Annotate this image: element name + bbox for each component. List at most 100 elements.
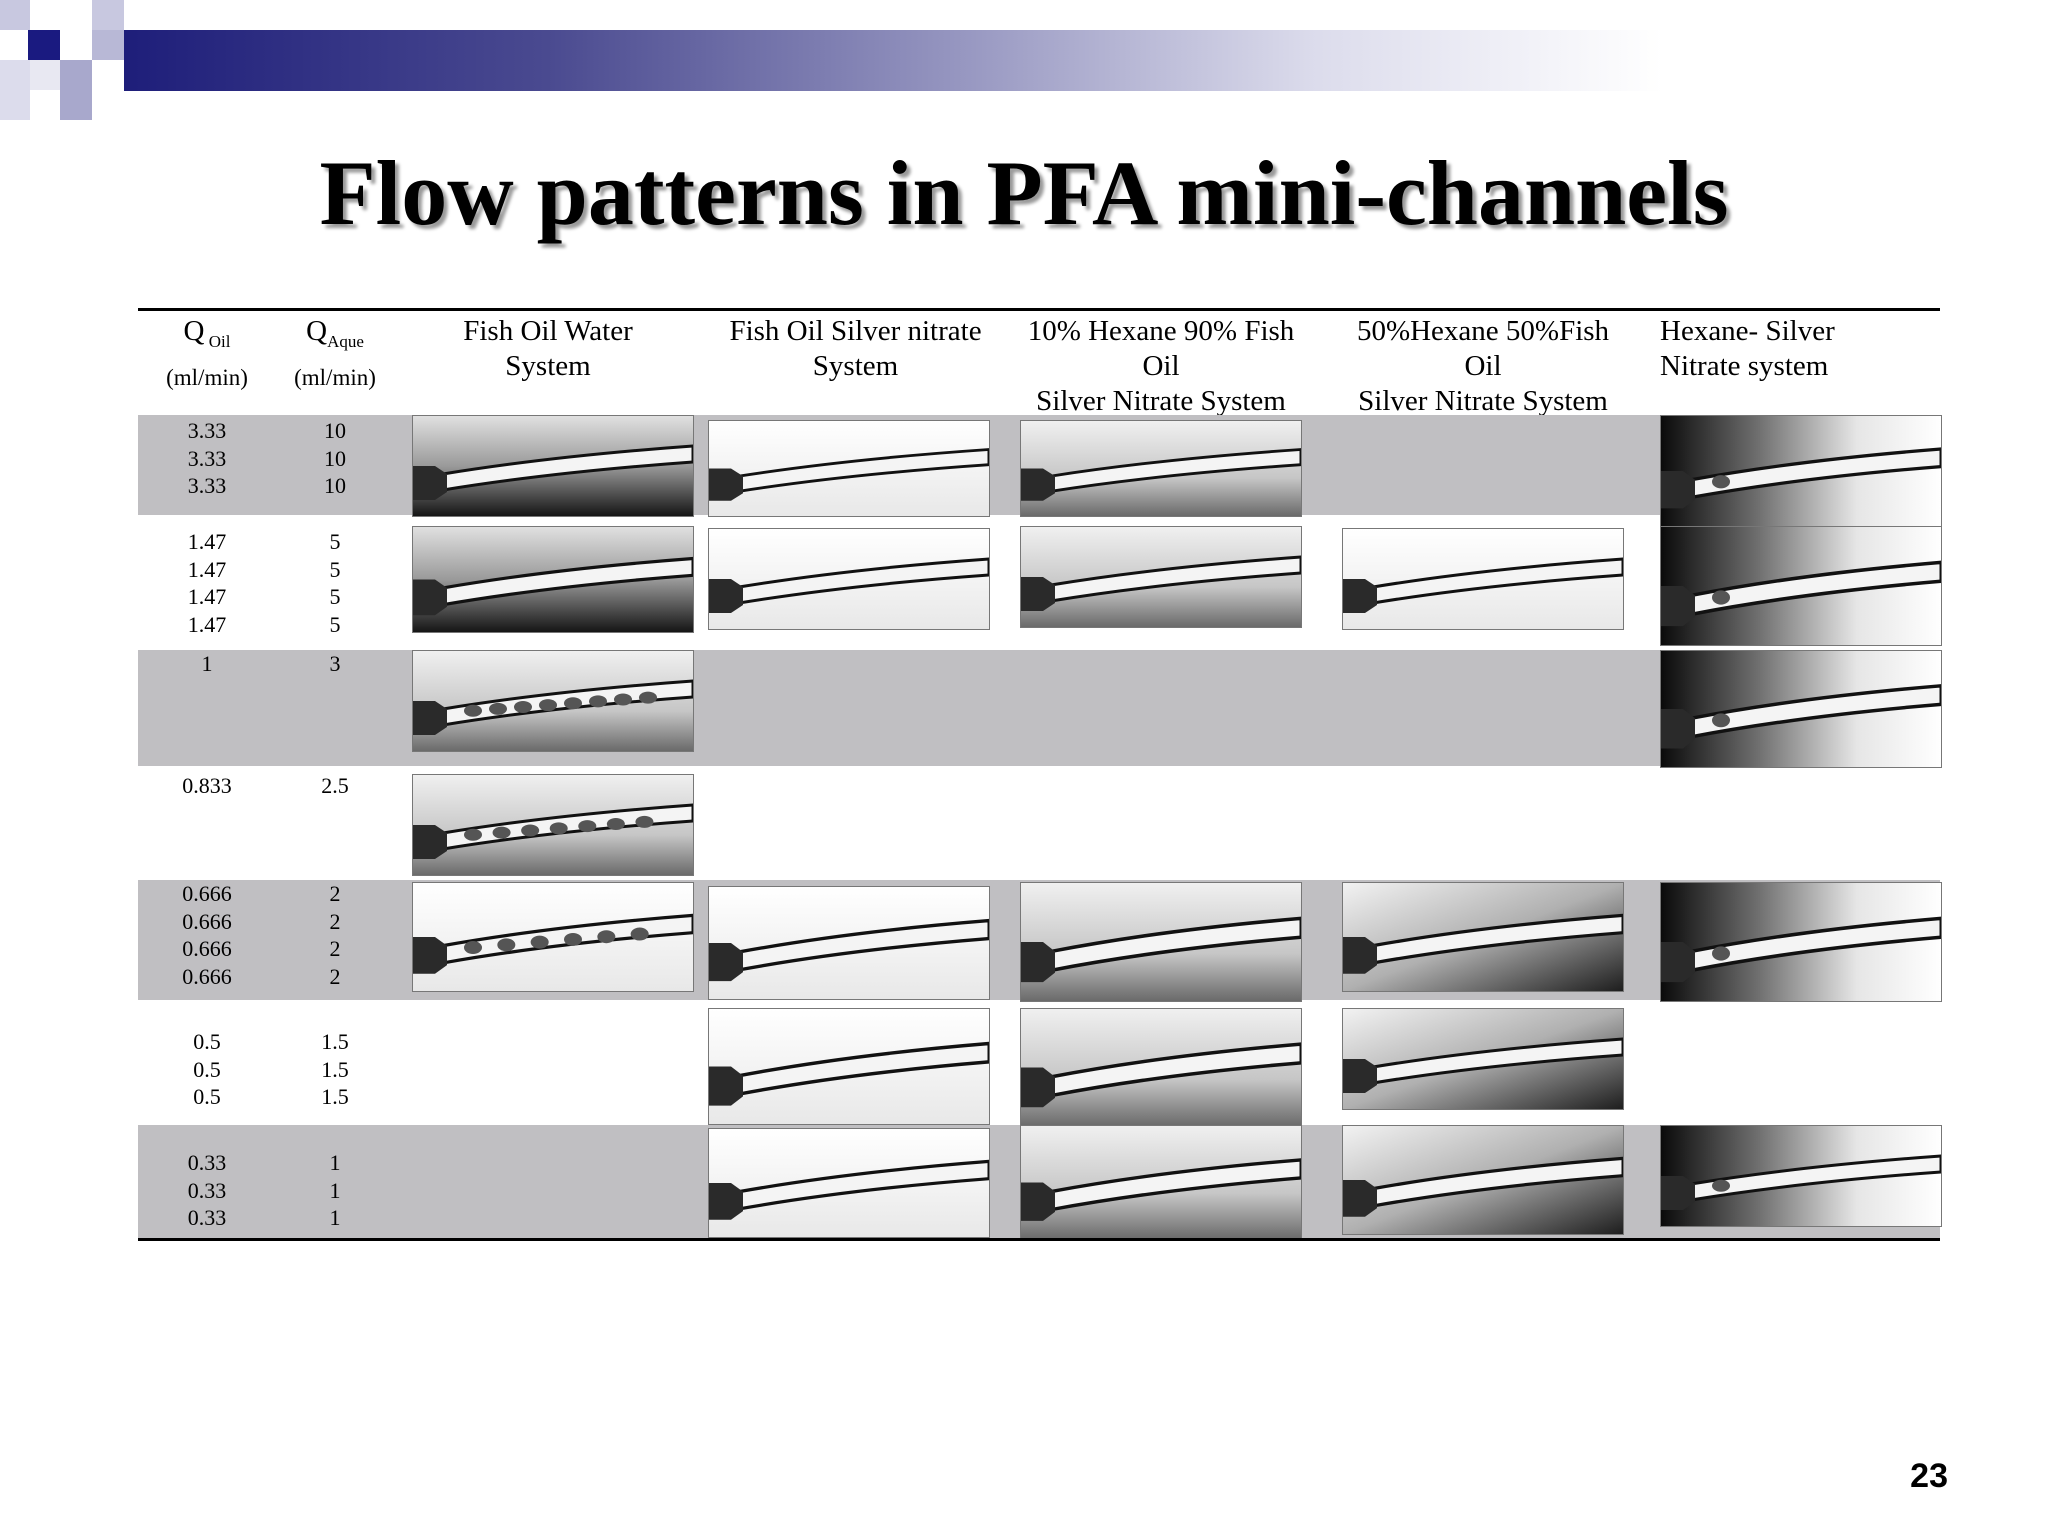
header-gradient-bar <box>124 30 2048 91</box>
deco-square-mid <box>60 60 92 120</box>
flow-pattern-image <box>1342 1125 1624 1235</box>
deco-square-light <box>30 60 60 90</box>
flow-pattern-image <box>412 415 694 517</box>
q-oil-value: 0.5 <box>193 1084 221 1109</box>
header-line: Silver Nitrate System <box>1036 385 1286 417</box>
q-aque-value: 1.5 <box>321 1029 349 1054</box>
column-header-q-oil: Q Oil (ml/min) <box>138 314 276 395</box>
flow-pattern-image <box>1342 528 1624 630</box>
flow-pattern-image <box>1020 1125 1302 1240</box>
deco-square-light <box>0 60 30 120</box>
q-aque-values: 10 10 10 <box>266 417 404 500</box>
q-oil-value: 0.33 <box>187 1177 227 1203</box>
q-aque-value: 5 <box>329 584 341 609</box>
q-aque-value: 5 <box>329 529 341 554</box>
q-aque-value: 1 <box>329 1150 341 1175</box>
q-aque-values: 2 2 2 2 <box>266 880 404 990</box>
column-header-q-aque: QAque (ml/min) <box>266 314 404 395</box>
q-aque-value: 1.5 <box>321 1056 349 1082</box>
q-oil-value: 0.33 <box>187 1150 227 1175</box>
flow-pattern-image <box>708 1128 990 1238</box>
column-header-hexane-silver-nitrate: Hexane- Silver Nitrate system <box>1660 314 1930 384</box>
q-oil-value: 1.47 <box>187 529 227 554</box>
q-oil-values: 0.666 0.666 0.666 0.666 <box>138 880 276 990</box>
header-line: Oil <box>1142 350 1180 382</box>
q-aque-value: 2 <box>329 963 341 989</box>
q-oil-value: 1.47 <box>187 584 227 609</box>
page-number: 23 <box>1910 1457 1948 1495</box>
header-line: Oil <box>1464 350 1502 382</box>
q-oil-unit: (ml/min) <box>166 364 248 390</box>
header-line: System <box>812 350 899 382</box>
flow-pattern-image <box>708 1008 990 1125</box>
deco-square-light <box>92 0 124 30</box>
flow-pattern-image <box>412 650 694 752</box>
flow-pattern-image <box>708 420 990 517</box>
flow-pattern-image <box>1020 420 1302 517</box>
q-oil-value: 0.666 <box>182 963 232 989</box>
q-aque-values: 1.5 1.5 1.5 <box>266 1028 404 1111</box>
q-aque-value: 10 <box>324 473 346 498</box>
flow-pattern-image <box>1660 526 1942 646</box>
flow-pattern-image <box>1660 1125 1942 1227</box>
table-row: 0.833 2.5 <box>138 772 1940 872</box>
header-line: 50%Hexane 50%Fish <box>1356 315 1610 347</box>
q-oil-symbol: Q <box>183 315 205 347</box>
flow-pattern-image <box>1342 882 1624 992</box>
flow-pattern-image <box>412 526 694 633</box>
header-line: Fish Oil Silver nitrate <box>729 315 982 347</box>
q-oil-values: 1.47 1.47 1.47 1.47 <box>138 528 276 638</box>
q-oil-value: 1.47 <box>187 556 227 582</box>
slide-title: Flow patterns in PFA mini-channels <box>319 142 1729 244</box>
q-oil-value: 0.5 <box>193 1029 221 1054</box>
header-line: System <box>505 350 591 382</box>
q-oil-value: 3.33 <box>187 445 227 471</box>
q-oil-value: 0.666 <box>182 936 232 961</box>
q-aque-value: 10 <box>324 418 346 443</box>
flow-pattern-image <box>412 774 694 876</box>
q-oil-value: 0.5 <box>193 1056 221 1082</box>
q-aque-value: 2 <box>329 881 341 906</box>
header-line: 10% Hexane 90% Fish <box>1027 315 1295 347</box>
q-aque-value: 1 <box>329 1205 341 1230</box>
q-aque-unit: (ml/min) <box>294 364 376 390</box>
flow-pattern-image <box>1020 882 1302 1002</box>
q-aque-value: 2.5 <box>321 773 349 798</box>
q-oil-value: 1.47 <box>187 611 227 637</box>
flow-image-layer <box>138 308 1942 1241</box>
q-aque-values: 2.5 <box>266 772 404 800</box>
q-aque-values: 1 1 1 <box>266 1149 404 1232</box>
q-oil-value: 3.33 <box>187 418 227 443</box>
q-oil-value: 1 <box>201 651 213 676</box>
deco-square-mid <box>92 30 124 60</box>
q-oil-values: 1 <box>138 650 276 678</box>
q-aque-value: 1 <box>329 1177 341 1203</box>
header-line: Silver Nitrate System <box>1358 385 1608 417</box>
q-oil-value: 3.33 <box>187 473 227 498</box>
q-aque-values: 3 <box>266 650 404 678</box>
q-aque-value: 10 <box>324 445 346 471</box>
q-aque-value: 2 <box>329 908 341 934</box>
deco-square-light <box>0 0 30 30</box>
q-aque-values: 5 5 5 5 <box>266 528 404 638</box>
table-row: 0.5 0.5 0.5 1.5 1.5 1.5 <box>138 1008 1940 1123</box>
q-oil-values: 0.33 0.33 0.33 <box>138 1149 276 1232</box>
header-line: Fish Oil Water <box>463 315 633 347</box>
q-aque-value: 1.5 <box>321 1084 349 1109</box>
q-aque-value: 5 <box>329 556 341 582</box>
column-header-fish-oil-silver-nitrate: Fish Oil Silver nitrate System <box>703 314 1008 384</box>
flow-pattern-image <box>412 882 694 992</box>
q-oil-value: 0.33 <box>187 1205 227 1230</box>
flow-pattern-image <box>1020 526 1302 628</box>
q-aque-subscript: Aque <box>327 331 364 351</box>
header-line: Hexane- Silver <box>1660 315 1835 347</box>
flow-pattern-image <box>1660 650 1942 768</box>
q-oil-value: 0.833 <box>182 773 232 798</box>
column-header-fish-oil-water: Fish Oil Water System <box>408 314 688 384</box>
table-row: 1.47 1.47 1.47 1.47 5 5 5 5 <box>138 526 1940 637</box>
flow-pattern-image <box>1660 415 1942 527</box>
flow-pattern-image <box>1660 882 1942 1002</box>
flow-pattern-image <box>1020 1008 1302 1127</box>
q-oil-value: 0.666 <box>182 881 232 906</box>
q-oil-subscript: Oil <box>208 331 231 351</box>
